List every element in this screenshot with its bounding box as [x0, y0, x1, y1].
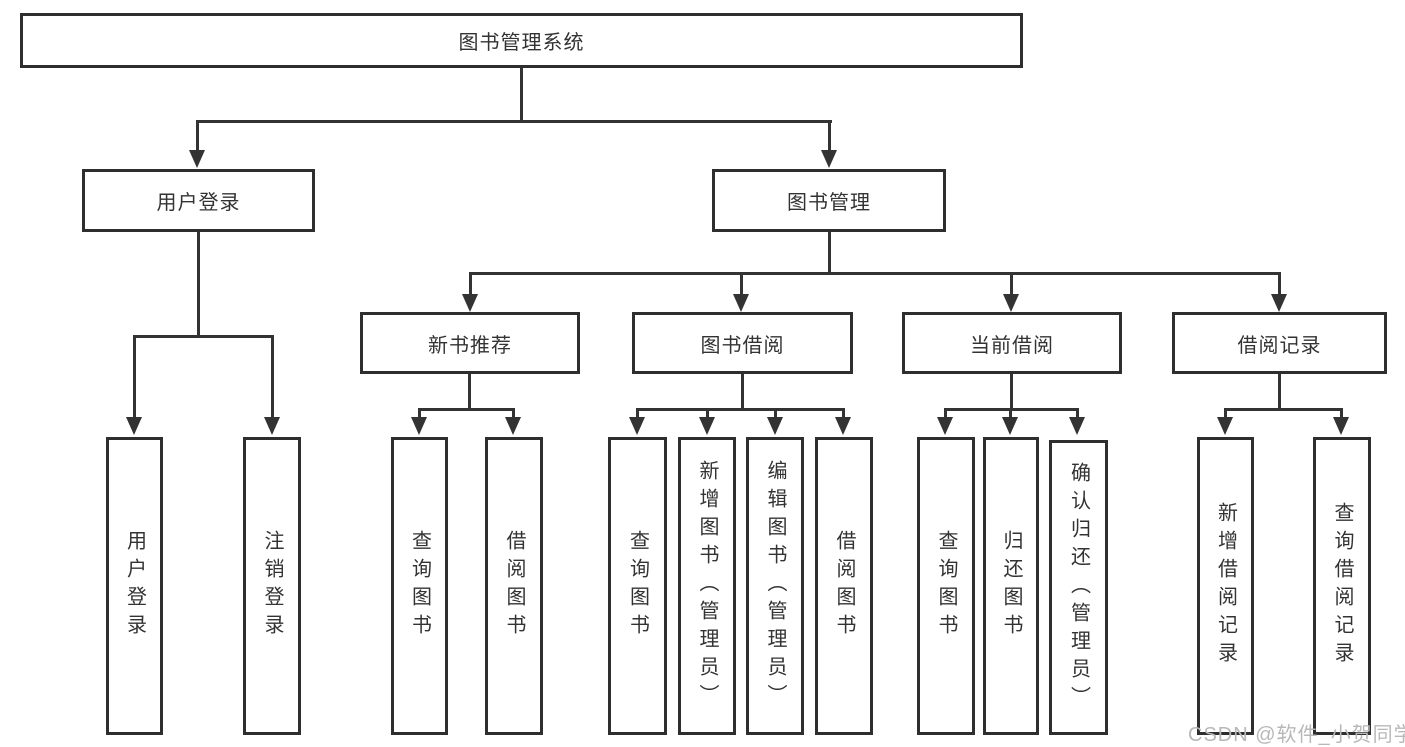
- arrow-head: [1002, 417, 1018, 435]
- connector-line: [196, 120, 199, 153]
- connector-line: [469, 272, 1280, 275]
- arrow-head: [733, 294, 749, 312]
- leaf-records-query-record: 查询借阅记录: [1313, 437, 1371, 735]
- csdn-watermark: CSDN @软件_小贺同学: [1188, 724, 1405, 746]
- connector-line: [828, 120, 831, 153]
- connector-line: [469, 272, 472, 296]
- leaf-logout: 注销登录: [243, 437, 301, 735]
- node-book-borrowing: 图书借阅: [632, 312, 853, 374]
- connector-line: [828, 232, 831, 272]
- node-user-login: 用户登录: [82, 169, 315, 232]
- arrow-head: [1217, 417, 1233, 435]
- arrow-head: [264, 417, 280, 435]
- connector-line: [418, 408, 515, 411]
- arrow-head: [937, 417, 953, 435]
- node-library-system: 图书管理系统: [20, 13, 1023, 68]
- leaf-borrowing-add-books-admin: 新增图书（管理员）: [678, 437, 736, 735]
- arrow-head: [126, 417, 142, 435]
- arrow-head: [821, 150, 837, 168]
- connector-line: [133, 335, 274, 338]
- leaf-newbooks-query-books: 查询图书: [391, 437, 448, 735]
- leaf-current-return-books: 归还图书: [983, 437, 1039, 735]
- connector-line: [520, 68, 523, 122]
- connector-line: [1224, 408, 1343, 411]
- connector-line: [706, 408, 709, 420]
- connector-line: [842, 408, 845, 420]
- node-book-management: 图书管理: [712, 169, 946, 232]
- arrow-head: [767, 417, 783, 435]
- connector-line: [197, 232, 200, 335]
- leaf-borrowing-borrow-books: 借阅图书: [815, 437, 873, 735]
- arrow-head: [1333, 417, 1349, 435]
- connector-line: [468, 374, 471, 408]
- connector-line: [1278, 374, 1281, 408]
- connector-line: [1278, 272, 1281, 296]
- leaf-borrowing-edit-books-admin: 编辑图书（管理员）: [746, 437, 804, 735]
- connector-line: [418, 408, 421, 420]
- arrow-head: [462, 294, 478, 312]
- leaf-newbooks-borrow-books: 借阅图书: [485, 437, 543, 735]
- node-borrow-records: 借阅记录: [1172, 312, 1387, 374]
- arrow-head: [629, 417, 645, 435]
- leaf-current-confirm-return-admin: 确认归还（管理员）: [1049, 440, 1108, 735]
- leaf-current-query-books: 查询图书: [917, 437, 975, 735]
- connector-line: [774, 408, 777, 420]
- arrow-head: [1069, 417, 1085, 435]
- leaf-user-login: 用户登录: [106, 437, 163, 735]
- arrow-head: [1271, 294, 1287, 312]
- connector-line: [636, 408, 845, 411]
- connector-line: [1010, 272, 1013, 296]
- connector-line: [196, 120, 832, 123]
- leaf-records-add-record: 新增借阅记录: [1197, 437, 1254, 735]
- connector-line: [271, 335, 274, 419]
- connector-line: [1010, 374, 1013, 408]
- connector-line: [944, 408, 947, 420]
- arrow-head: [835, 417, 851, 435]
- connector-line: [1076, 408, 1079, 420]
- connector-line: [1340, 408, 1343, 420]
- arrow-head: [505, 417, 521, 435]
- connector-line: [741, 374, 744, 408]
- connector-line: [1009, 408, 1012, 420]
- connector-line: [636, 408, 639, 420]
- arrow-head: [1003, 294, 1019, 312]
- connector-line: [512, 408, 515, 420]
- leaf-borrowing-query-books: 查询图书: [608, 437, 667, 735]
- connector-line: [740, 272, 743, 296]
- arrow-head: [411, 417, 427, 435]
- node-current-borrowing: 当前借阅: [902, 312, 1122, 374]
- connector-line: [1224, 408, 1227, 420]
- arrow-head: [699, 417, 715, 435]
- node-new-book-recommend: 新书推荐: [360, 312, 580, 374]
- connector-line: [133, 335, 136, 419]
- arrow-head: [189, 150, 205, 168]
